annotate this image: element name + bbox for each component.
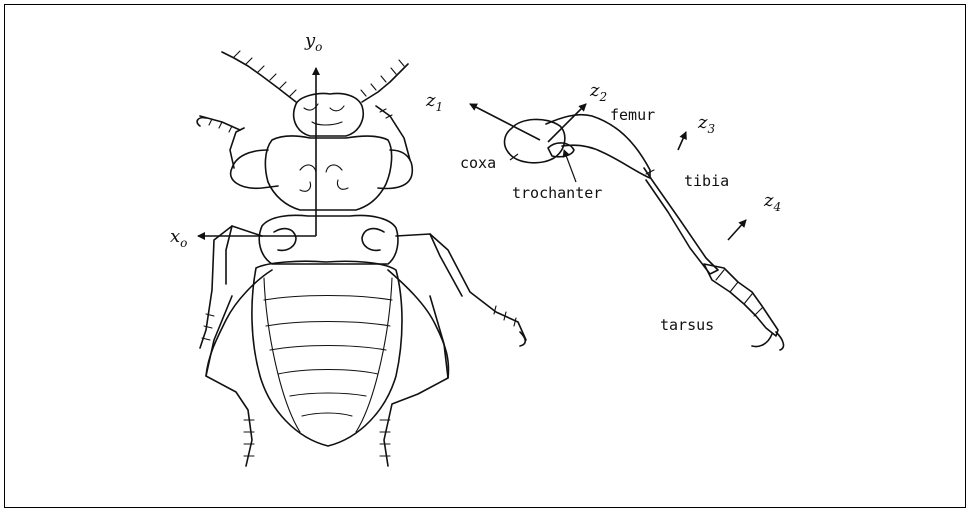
hind-right-leg: [384, 270, 449, 466]
hind-left-leg: [206, 270, 272, 466]
abdomen: [252, 261, 402, 446]
y0-label: yo: [304, 30, 322, 54]
middle-right-leg: [396, 234, 526, 340]
z1-label: z1: [425, 90, 443, 114]
z3-label: z3: [697, 112, 715, 136]
z2-label: z2: [589, 80, 607, 104]
tarsus-shape: [704, 264, 778, 336]
x0-label: xo: [170, 226, 187, 250]
head: [294, 93, 364, 136]
beetle-drawing: [197, 51, 526, 466]
z1-axis-arrow: [470, 104, 540, 140]
left-antenna: [222, 52, 296, 102]
right-antenna: [362, 64, 408, 102]
femur-shape: [546, 115, 650, 178]
front-left-leg: [231, 150, 278, 188]
body-axes: [198, 68, 316, 236]
thorax: [265, 136, 391, 210]
tarsus-label: tarsus: [660, 316, 714, 334]
front-right-leg: [378, 150, 412, 188]
z3-axis-arrow: [678, 132, 686, 150]
tibia-label: tibia: [684, 172, 729, 190]
z4-axis-arrow: [728, 220, 746, 240]
coxa-label: coxa: [460, 154, 496, 172]
mesothorax: [259, 215, 398, 264]
z4-label: z4: [763, 190, 781, 214]
trochanter-label: trochanter: [512, 184, 602, 202]
leg-drawing: [505, 115, 784, 350]
femur-label: femur: [610, 106, 655, 124]
